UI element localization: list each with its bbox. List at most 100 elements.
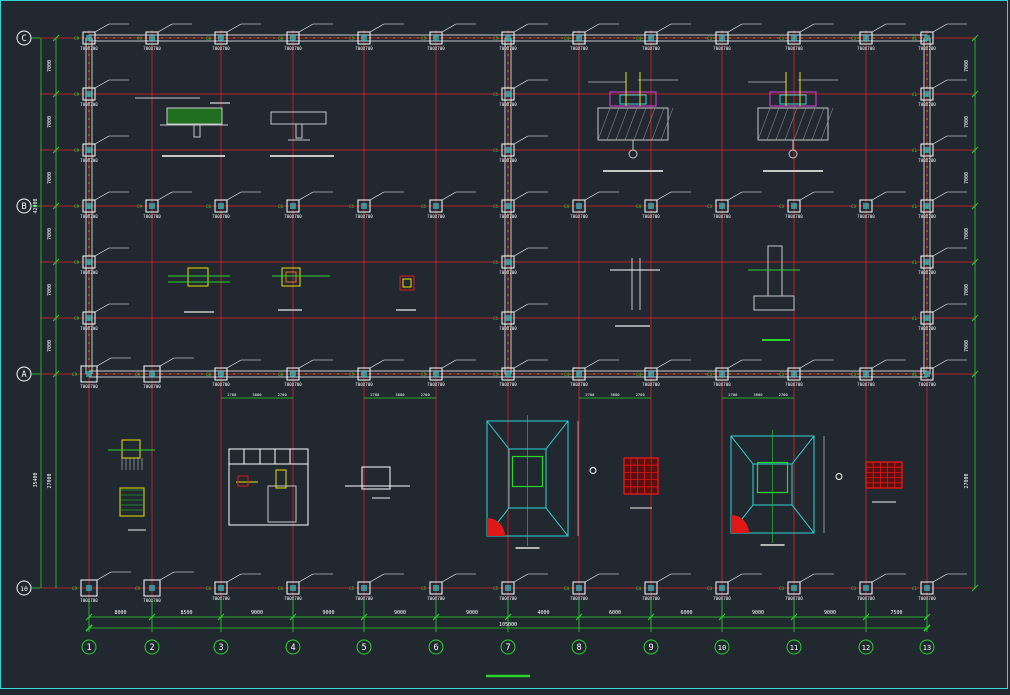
dim-tick	[52, 202, 60, 210]
axis-bubble-9[interactable]: 9	[643, 639, 659, 655]
axis-bubble-1[interactable]: 1	[81, 639, 97, 655]
axis-bubble-row-10[interactable]: 10	[16, 580, 40, 596]
small-dim-text: 2700	[636, 392, 646, 397]
hatch-line	[802, 107, 816, 141]
column-id: C4	[564, 372, 570, 377]
column-core	[290, 35, 296, 41]
axis-bubble-row-A[interactable]: A	[16, 366, 40, 382]
column-id: C9	[74, 204, 80, 209]
leader-line	[369, 191, 385, 201]
axis-bubble-8[interactable]: 8	[571, 639, 587, 655]
bubble-circle	[428, 639, 444, 655]
bubble	[589, 467, 597, 474]
column-id: C9	[137, 204, 143, 209]
axis-bubble-2[interactable]: 2	[144, 639, 160, 655]
leader-line	[656, 23, 672, 33]
column-size: 700X700	[284, 214, 302, 219]
column-size: 700X700	[918, 158, 936, 163]
wall-base	[753, 295, 795, 311]
column-size: 700X700	[212, 46, 230, 51]
column-box	[82, 255, 96, 269]
detail-line	[791, 435, 815, 465]
column-size: 700X700	[212, 596, 230, 601]
column-size: 700X700	[785, 214, 803, 219]
axis-bubble-4[interactable]: 4	[285, 639, 301, 655]
leader-line	[871, 191, 887, 201]
bubble-circle	[919, 639, 935, 655]
column-size: 700X700	[713, 46, 731, 51]
axis-bubble-6[interactable]: 6	[428, 639, 444, 655]
column-id: C5	[421, 372, 427, 377]
column-core	[505, 35, 511, 41]
column-id: C5	[493, 586, 499, 591]
bubble-circle	[714, 639, 730, 655]
column-id: C1	[912, 92, 918, 97]
column-box	[920, 199, 934, 213]
bubble-label: 7	[505, 643, 510, 653]
hatch-line	[660, 107, 674, 141]
row-dim-right-0: 7000	[964, 60, 970, 72]
axis-bubble-13[interactable]: 13	[919, 639, 935, 655]
leader-line	[96, 357, 112, 367]
leader-line	[298, 573, 314, 583]
column-size: 700X700	[499, 158, 517, 163]
bubble-label: 11	[790, 644, 798, 652]
leader-line	[513, 135, 529, 145]
axis-bubble-12[interactable]: 12	[858, 639, 874, 655]
column-id: C9	[74, 260, 80, 265]
bubble-label: 2	[149, 643, 154, 653]
column-size: 700X700	[570, 382, 588, 387]
column-core	[863, 371, 869, 377]
column-core	[924, 203, 930, 209]
axis-bubble-row-B[interactable]: B	[16, 198, 40, 214]
column-size: 700X700	[642, 382, 660, 387]
axis-bubble-7[interactable]: 7	[500, 639, 516, 655]
column-box	[920, 143, 934, 157]
column-id: C1	[912, 36, 918, 41]
hatch-line	[633, 107, 647, 141]
column-id: C9	[72, 586, 78, 591]
leader-line	[441, 359, 457, 369]
joint-detail-3	[399, 275, 415, 291]
column-id: C3	[851, 204, 857, 209]
leader-line	[226, 23, 242, 33]
leader-line	[932, 303, 948, 313]
axis-bubble-10[interactable]: 10	[714, 639, 730, 655]
leader-line	[932, 247, 948, 257]
column-id: C5	[493, 372, 499, 377]
pile-cap-elev	[121, 439, 141, 459]
column-id: C4	[636, 372, 642, 377]
axis-bubble-3[interactable]: 3	[213, 639, 229, 655]
column-box	[859, 31, 873, 45]
bubble-label: 13	[923, 644, 931, 652]
column-box	[82, 87, 96, 101]
column-id: C1	[912, 260, 918, 265]
axis-bubble-11[interactable]: 11	[786, 639, 802, 655]
hatch-line	[615, 107, 629, 141]
dim-tick	[971, 90, 979, 98]
column-size: 700X700	[857, 46, 875, 51]
column-size: 700X700	[499, 382, 517, 387]
bubble-label: 10	[20, 585, 28, 593]
axis-bubble-row-C[interactable]: C	[16, 30, 40, 46]
column-size: 700X700	[143, 214, 161, 219]
column-core	[218, 371, 224, 377]
axis-bubble-5[interactable]: 5	[356, 639, 372, 655]
small-dim-text: 2700	[728, 392, 738, 397]
column-id: C9	[74, 316, 80, 321]
column-box	[715, 31, 729, 45]
column-box	[82, 143, 96, 157]
